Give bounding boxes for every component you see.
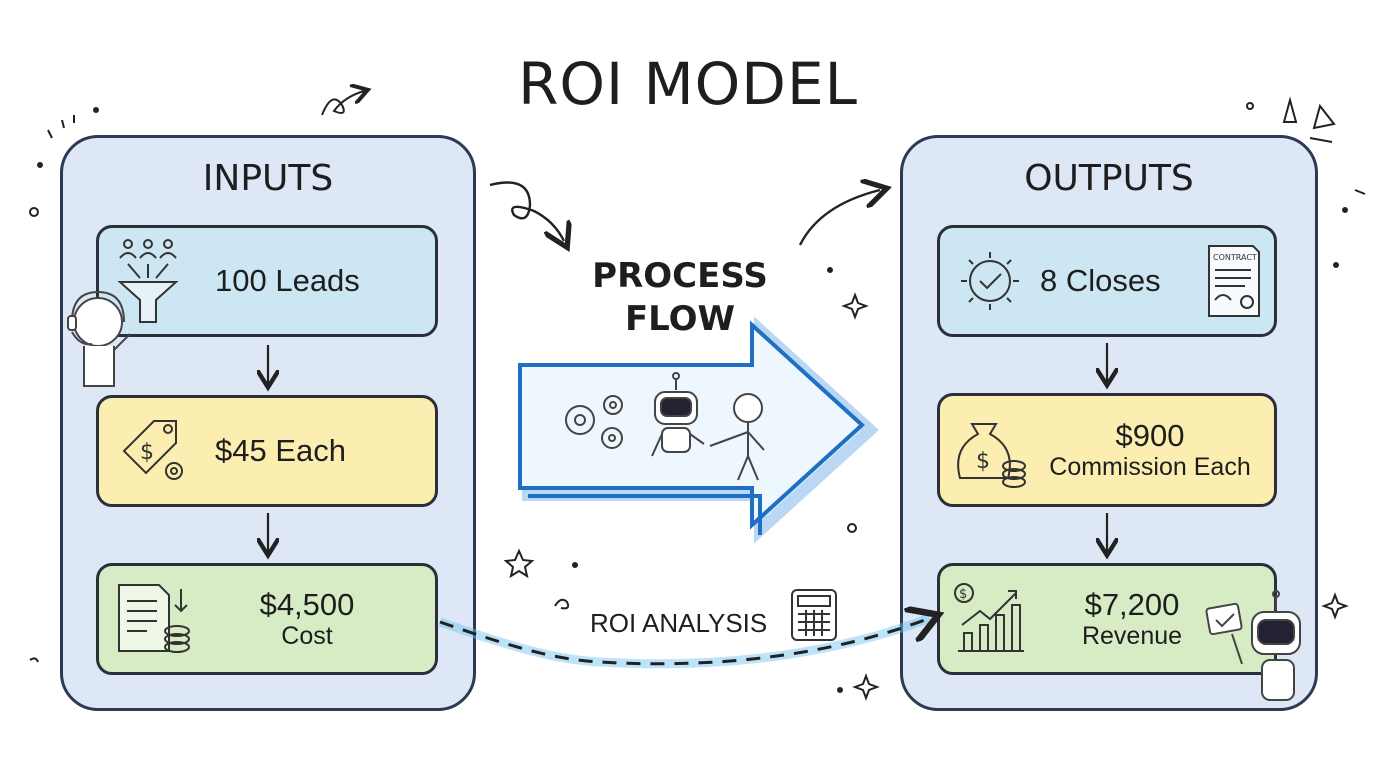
funnel-icon [99, 231, 209, 331]
svg-text:$: $ [959, 587, 967, 602]
curly-arrow-out [798, 190, 880, 246]
revenue-text: $7,200 Revenue [1040, 587, 1274, 651]
diagram-title: ROI MODEL [518, 50, 858, 118]
commission-box: $ $900 Commission Each [937, 393, 1277, 507]
cost-box: $4,500 Cost [96, 563, 438, 675]
commission-label: Commission Each [1049, 453, 1251, 482]
small-curly-mark [321, 91, 364, 116]
commission-amount: $900 [1115, 417, 1185, 453]
price-value: $45 Each [215, 433, 346, 469]
leads-box: 100 Leads [96, 225, 438, 337]
commission-text: $900 Commission Each [1040, 418, 1274, 482]
closes-value: 8 Closes [1040, 263, 1161, 299]
support-mascot-icon [67, 290, 131, 387]
calculator-icon [791, 589, 837, 641]
invoice-coins-icon [99, 569, 209, 669]
cost-label: Cost [281, 622, 333, 651]
checkmark-badge-icon [940, 231, 1040, 331]
roi-dashed-line [439, 618, 930, 666]
svg-text:$: $ [140, 440, 154, 465]
robot-icon [651, 372, 705, 457]
growth-chart-icon: $ [940, 569, 1040, 669]
price-tag-icon: $ [99, 401, 209, 501]
money-bag-icon: $ [940, 400, 1040, 500]
gears-icon [565, 395, 623, 449]
cost-amount: $4,500 [259, 586, 355, 622]
leads-value: 100 Leads [215, 263, 360, 299]
robot-checkmark-mascot-icon [1205, 590, 1301, 701]
roi-analysis-label: ROI ANALYSIS [590, 608, 768, 638]
price-box: $ $45 Each [96, 395, 438, 507]
process-flow-label: PROCESS FLOW [560, 255, 800, 340]
revenue-amount: $7,200 [1084, 586, 1180, 622]
svg-text:$: $ [976, 449, 990, 474]
person-icon [709, 393, 765, 481]
process-label-line1: PROCESS [592, 256, 768, 296]
inputs-heading: INPUTS [202, 158, 334, 199]
contract-icon: CONTRACT [1194, 231, 1274, 331]
outputs-heading: OUTPUTS [1024, 158, 1194, 199]
decorative-doodles [29, 96, 1366, 701]
contract-label: CONTRACT [1213, 253, 1257, 262]
revenue-label: Revenue [1081, 622, 1183, 651]
process-arrow [518, 316, 879, 544]
process-label-line2: FLOW [624, 298, 736, 339]
curly-arrow-in [489, 181, 564, 242]
cost-text: $4,500 Cost [209, 587, 435, 651]
closes-box: 8 Closes CONTRACT [937, 225, 1277, 337]
